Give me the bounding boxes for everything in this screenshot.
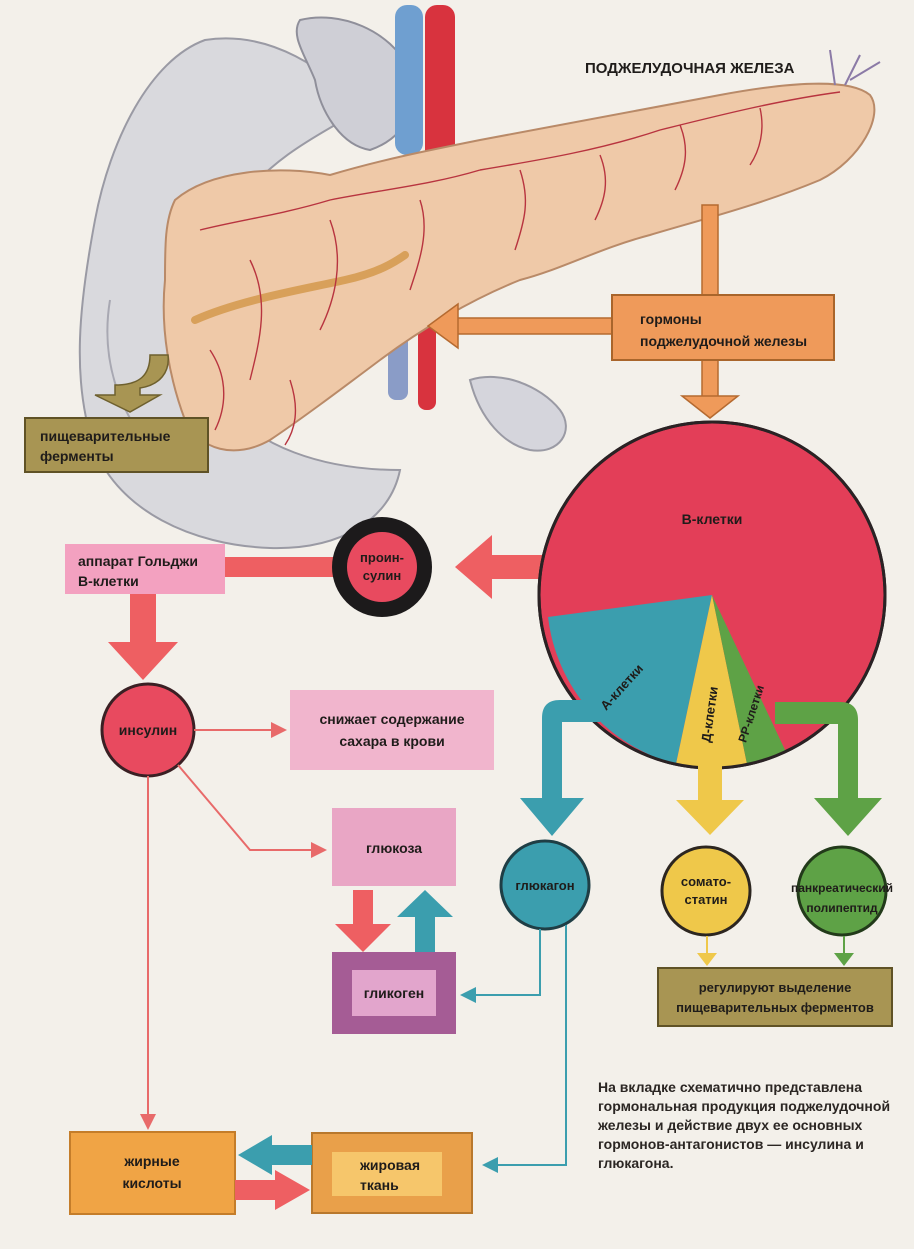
lowers-sugar-line-2: сахара в крови — [339, 733, 444, 749]
splenic-vessel-ends — [830, 50, 880, 85]
pancreas-title: ПОДЖЕЛУДОЧНАЯ ЖЕЛЕЗА — [585, 60, 795, 77]
golgi-line-1: аппарат Гольджи — [78, 553, 198, 569]
polypeptide-line-2: полипептид — [806, 901, 878, 915]
somatostatin-circle — [662, 847, 750, 935]
b-cells-label: В-клетки — [682, 511, 743, 527]
arrow-polypeptide-small — [834, 953, 854, 966]
golgi-line-2: В-клетки — [78, 573, 139, 589]
arrow-adipose-to-fatty-acids — [238, 1135, 312, 1175]
hormones-line-1: гормоны — [640, 311, 702, 327]
aorta-vessel — [425, 5, 455, 165]
arrow-d-cells-to-somatostatin — [676, 765, 744, 835]
arrow-glycogen-to-glucose — [397, 890, 453, 953]
intestine-loop — [470, 377, 566, 451]
arrow-pp-cells-to-polypeptide — [775, 702, 882, 836]
fatty-acids-line-2: кислоты — [122, 1175, 181, 1191]
regulate-box — [658, 968, 892, 1026]
adipose-line-1: жировая — [359, 1157, 420, 1173]
insulin-connectors — [148, 730, 325, 1128]
somatostatin-line-1: сомато- — [681, 874, 731, 889]
lower-artery — [418, 320, 436, 410]
arrow-fatty-acids-to-adipose — [235, 1170, 310, 1210]
fatty-acids-line-1: жирные — [123, 1153, 179, 1169]
glucose-label: глюкоза — [366, 840, 422, 856]
lowers-sugar-box — [290, 690, 494, 770]
arrow-proinsulin-to-golgi — [225, 557, 333, 577]
arrow-pie-to-proinsulin — [455, 535, 545, 599]
glycogen-label: гликоген — [364, 985, 424, 1001]
arrow-glucose-to-glycogen — [335, 890, 391, 952]
glucagon-label: глюкагон — [515, 878, 574, 893]
proinsulin-line-1: проин- — [360, 550, 404, 565]
enzymes-line-1: пищеварительные — [40, 428, 171, 444]
fatty-acids-box — [70, 1132, 235, 1214]
insulin-label: инсулин — [119, 722, 177, 738]
proinsulin-line-2: сулин — [363, 568, 401, 583]
enzymes-line-2: ферменты — [40, 448, 114, 464]
regulate-line-2: пищеварительных ферментов — [676, 1000, 874, 1015]
hormones-box — [612, 295, 834, 360]
caption-text: На вкладке схематично представлена гормо… — [598, 1078, 898, 1173]
polypeptide-line-1: панкреатический — [791, 881, 893, 895]
regulate-line-1: регулируют выделение — [699, 980, 852, 995]
hormones-line-2: поджелудочной железы — [640, 333, 807, 349]
proinsulin-circle — [347, 532, 417, 602]
lowers-sugar-line-1: снижает содержание — [319, 711, 464, 727]
vena-vessel — [395, 5, 423, 155]
arrow-golgi-to-insulin — [108, 594, 178, 680]
arrow-a-cells-to-glucagon — [520, 700, 600, 836]
adipose-line-2: ткань — [360, 1177, 399, 1193]
somatostatin-line-2: статин — [684, 892, 727, 907]
glucagon-connectors — [462, 925, 566, 1165]
arrow-somatostatin-small — [697, 953, 717, 966]
